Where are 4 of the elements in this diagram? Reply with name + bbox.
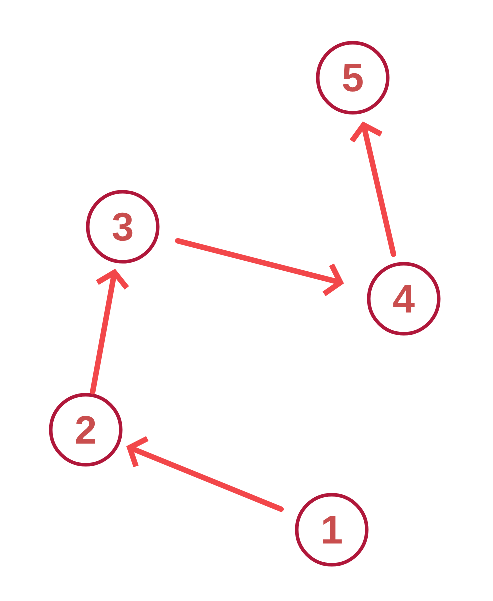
arrow (175, 238, 344, 296)
arrow (350, 122, 396, 258)
arrow (126, 436, 284, 512)
arrow (90, 269, 130, 395)
